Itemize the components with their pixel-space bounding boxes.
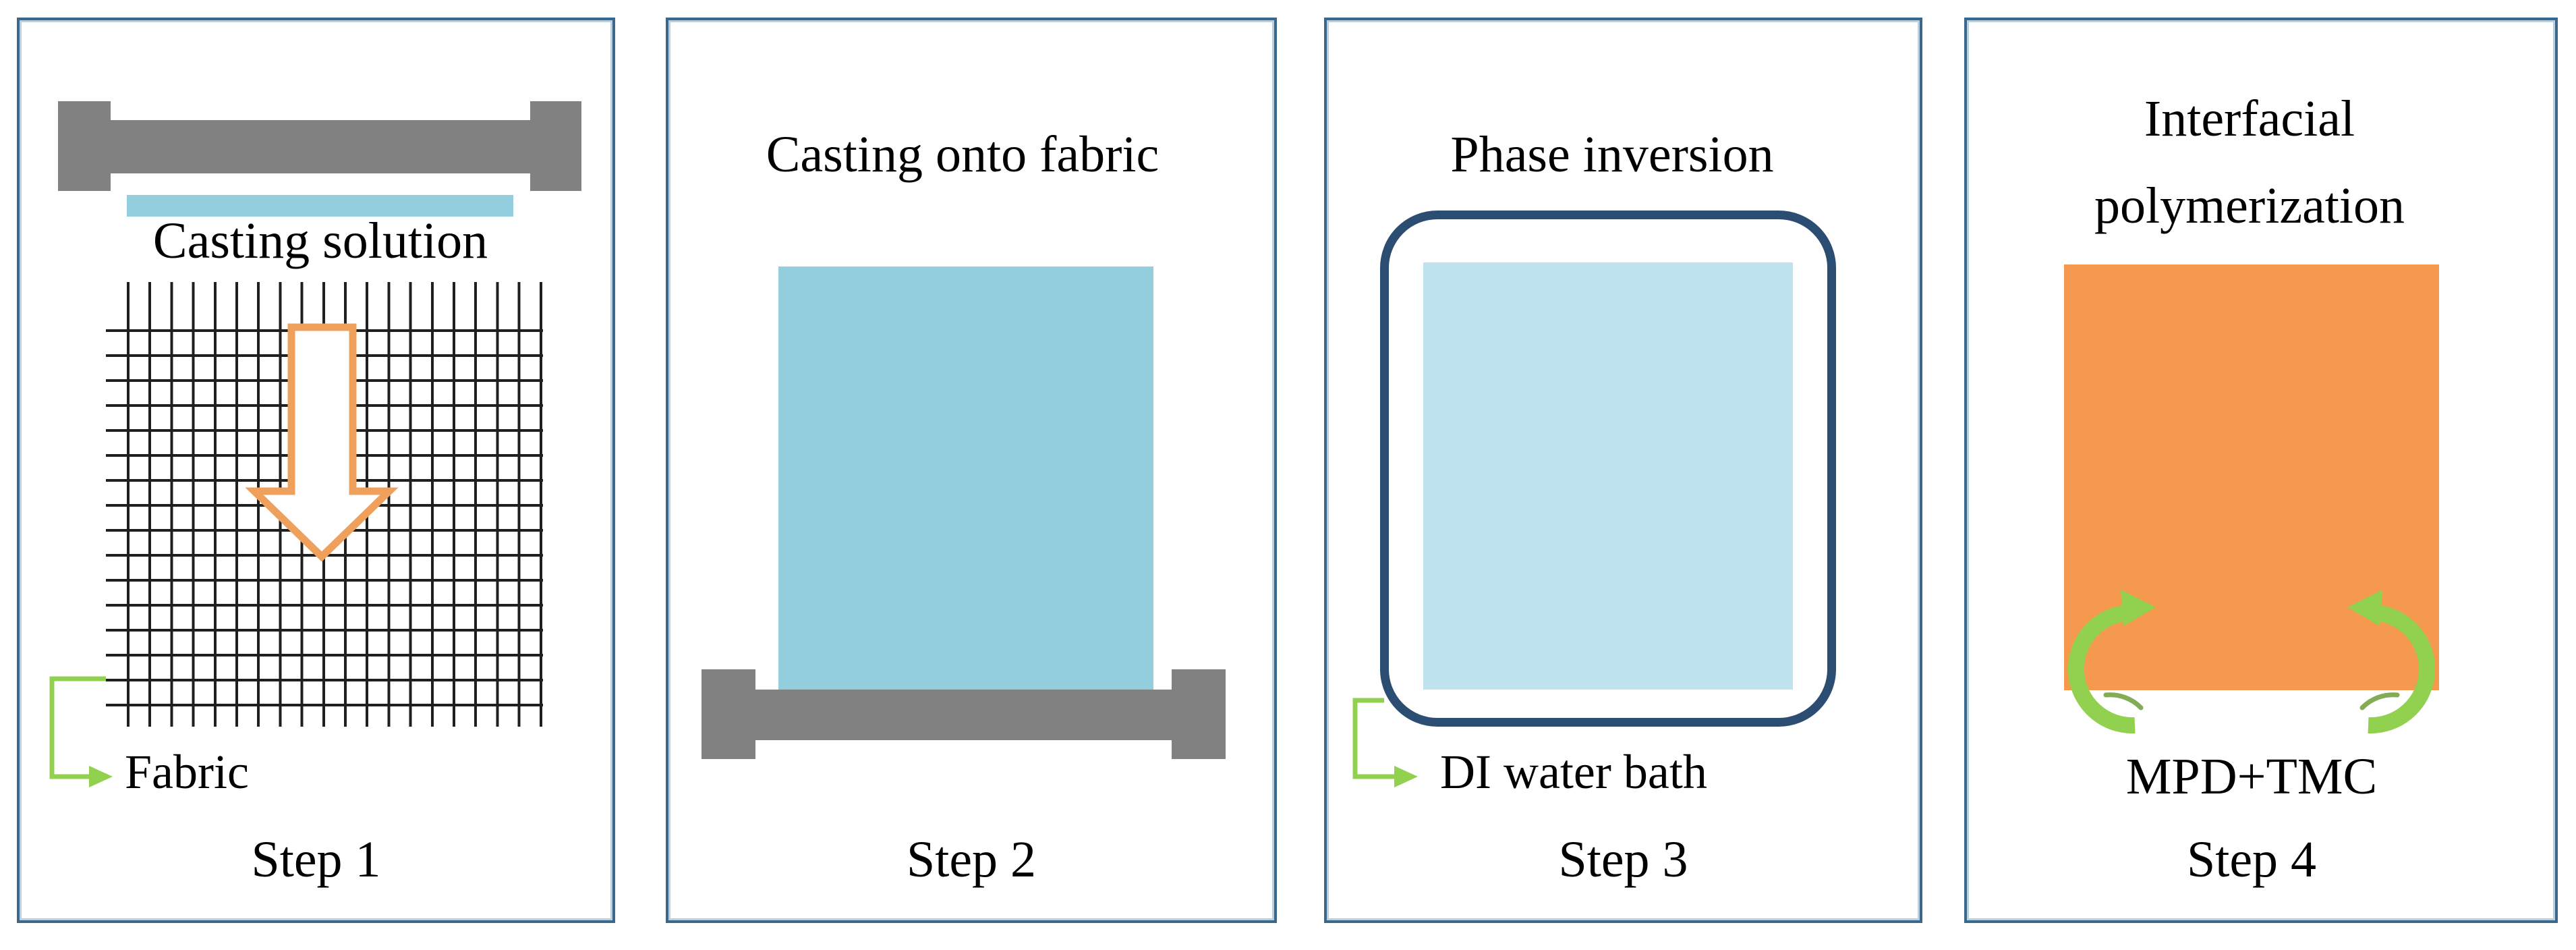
immersed-membrane-rect xyxy=(1423,262,1793,690)
step-1-label: Step 1 xyxy=(251,831,381,888)
blade-bar xyxy=(58,120,581,173)
elbow-arrow-icon xyxy=(1352,698,1418,787)
down-block-arrow-icon xyxy=(245,323,399,562)
casting-solution-label: Casting solution xyxy=(152,213,488,269)
step-4-label: Step 4 xyxy=(2186,831,2317,888)
casting-onto-fabric-label: Casting onto fabric xyxy=(766,126,1160,183)
phase-inversion-label: Phase inversion xyxy=(1450,126,1774,183)
panel-step-4: Interfacial polymerization MPD+TMC Step … xyxy=(1964,18,2558,923)
step-2-label: Step 2 xyxy=(906,831,1037,888)
panel-step-2: Casting onto fabric Step 2 xyxy=(666,18,1277,923)
rotate-arrow-right-icon xyxy=(2347,590,2436,734)
di-water-bath-label: DI water bath xyxy=(1440,745,1707,799)
panel-step-3: Phase inversion DI water bath Step 3 xyxy=(1324,18,1922,923)
water-bath-outline xyxy=(1380,211,1836,727)
blade-bar xyxy=(702,690,1226,740)
casting-solution-strip xyxy=(127,195,513,217)
panel-step-1: Casting solution Fabric Step 1 xyxy=(17,18,615,923)
cast-membrane-rect xyxy=(778,267,1153,690)
mpd-tmc-label: MPD+TMC xyxy=(2125,748,2378,805)
interfacial-polymerization-label: Interfacial polymerization xyxy=(2094,90,2405,235)
rotate-arrow-left-icon xyxy=(2067,590,2156,734)
elbow-arrow-icon xyxy=(49,676,113,787)
step-3-label: Step 3 xyxy=(1558,831,1688,888)
fabric-label: Fabric xyxy=(125,745,249,799)
